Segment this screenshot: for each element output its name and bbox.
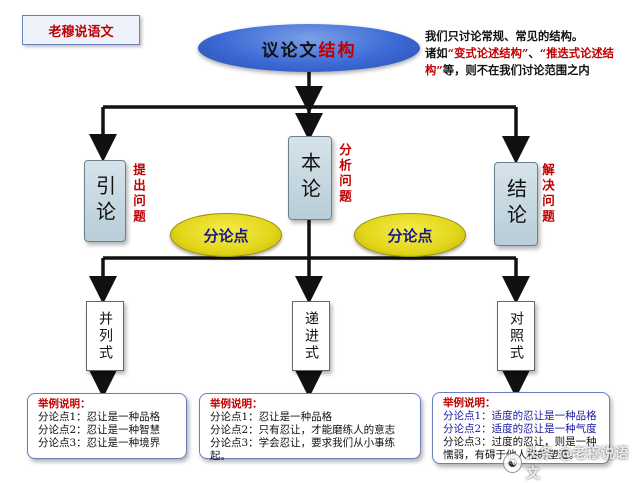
section-intro: 引论 — [84, 160, 126, 242]
type-parallel: 并列式 — [86, 301, 124, 371]
example-line: 分论点3：忍让是一种境界 — [38, 437, 161, 449]
section-body: 本论 — [288, 136, 332, 220]
watermark-text: 头条 @老穆说语文 — [525, 446, 629, 482]
example-line: 分论点2：忍让是一种智慧 — [38, 424, 161, 436]
example-line: 分论点3：过度的忍让，则是一种 — [443, 436, 597, 448]
example-contrast: 举例说明： 分论点1：适度的忍让是一种品格 分论点2：适度的忍让是一种气度 分论… — [432, 392, 610, 464]
section-conclusion: 结论 — [494, 162, 538, 246]
example-head: 举例说明： — [38, 398, 91, 410]
side-label-conclusion: 解决问题 — [540, 163, 555, 225]
example-head: 举例说明： — [210, 398, 263, 410]
side-label-body: 分析问题 — [337, 143, 352, 205]
scope-note: 我们只讨论常规、常见的结构。 诸如“变式论述结构”、“推迭式论述结构”等，则不在… — [425, 28, 637, 79]
diagram-title: 议论文结构 — [198, 24, 420, 72]
note-line2: 诸如“变式论述结构”、“推迭式论述结构”等，则不在我们讨论范围之内 — [425, 46, 614, 77]
title-red: 结构 — [318, 40, 357, 61]
sub-point-right: 分论点 — [354, 213, 466, 257]
example-line: 分论点1：适度的忍让是一种品格 — [443, 410, 597, 422]
example-line: 分论点1：忍让是一种品格 — [38, 411, 161, 423]
example-line: 分论点1：忍让是一种品格 — [210, 411, 333, 423]
type-progressive: 递进式 — [292, 301, 330, 371]
watermark-logo-icon: ☯ — [503, 453, 522, 473]
example-line: 分论点2：适度的忍让是一种气度 — [443, 423, 597, 435]
example-line: 分论点3：学会忍让，要求我们从小事练起。 — [210, 437, 396, 462]
example-progressive: 举例说明： 分论点1：忍让是一种品格 分论点2：只有忍让，才能磨练人的意志 分论… — [199, 393, 421, 462]
side-label-intro: 提出问题 — [131, 163, 146, 225]
title-black: 议论文 — [261, 40, 319, 61]
channel-tag: 老穆说语文 — [22, 15, 140, 45]
example-head: 举例说明： — [443, 397, 496, 409]
type-contrast: 对照式 — [497, 301, 535, 371]
sub-point-left: 分论点 — [170, 213, 282, 257]
example-line: 分论点2：只有忍让，才能磨练人的意志 — [210, 424, 396, 436]
example-parallel: 举例说明： 分论点1：忍让是一种品格 分论点2：忍让是一种智慧 分论点3：忍让是… — [27, 393, 187, 459]
note-line1: 我们只讨论常规、常见的结构。 — [425, 29, 584, 43]
watermark: ☯ 头条 @老穆说语文 — [503, 446, 635, 482]
